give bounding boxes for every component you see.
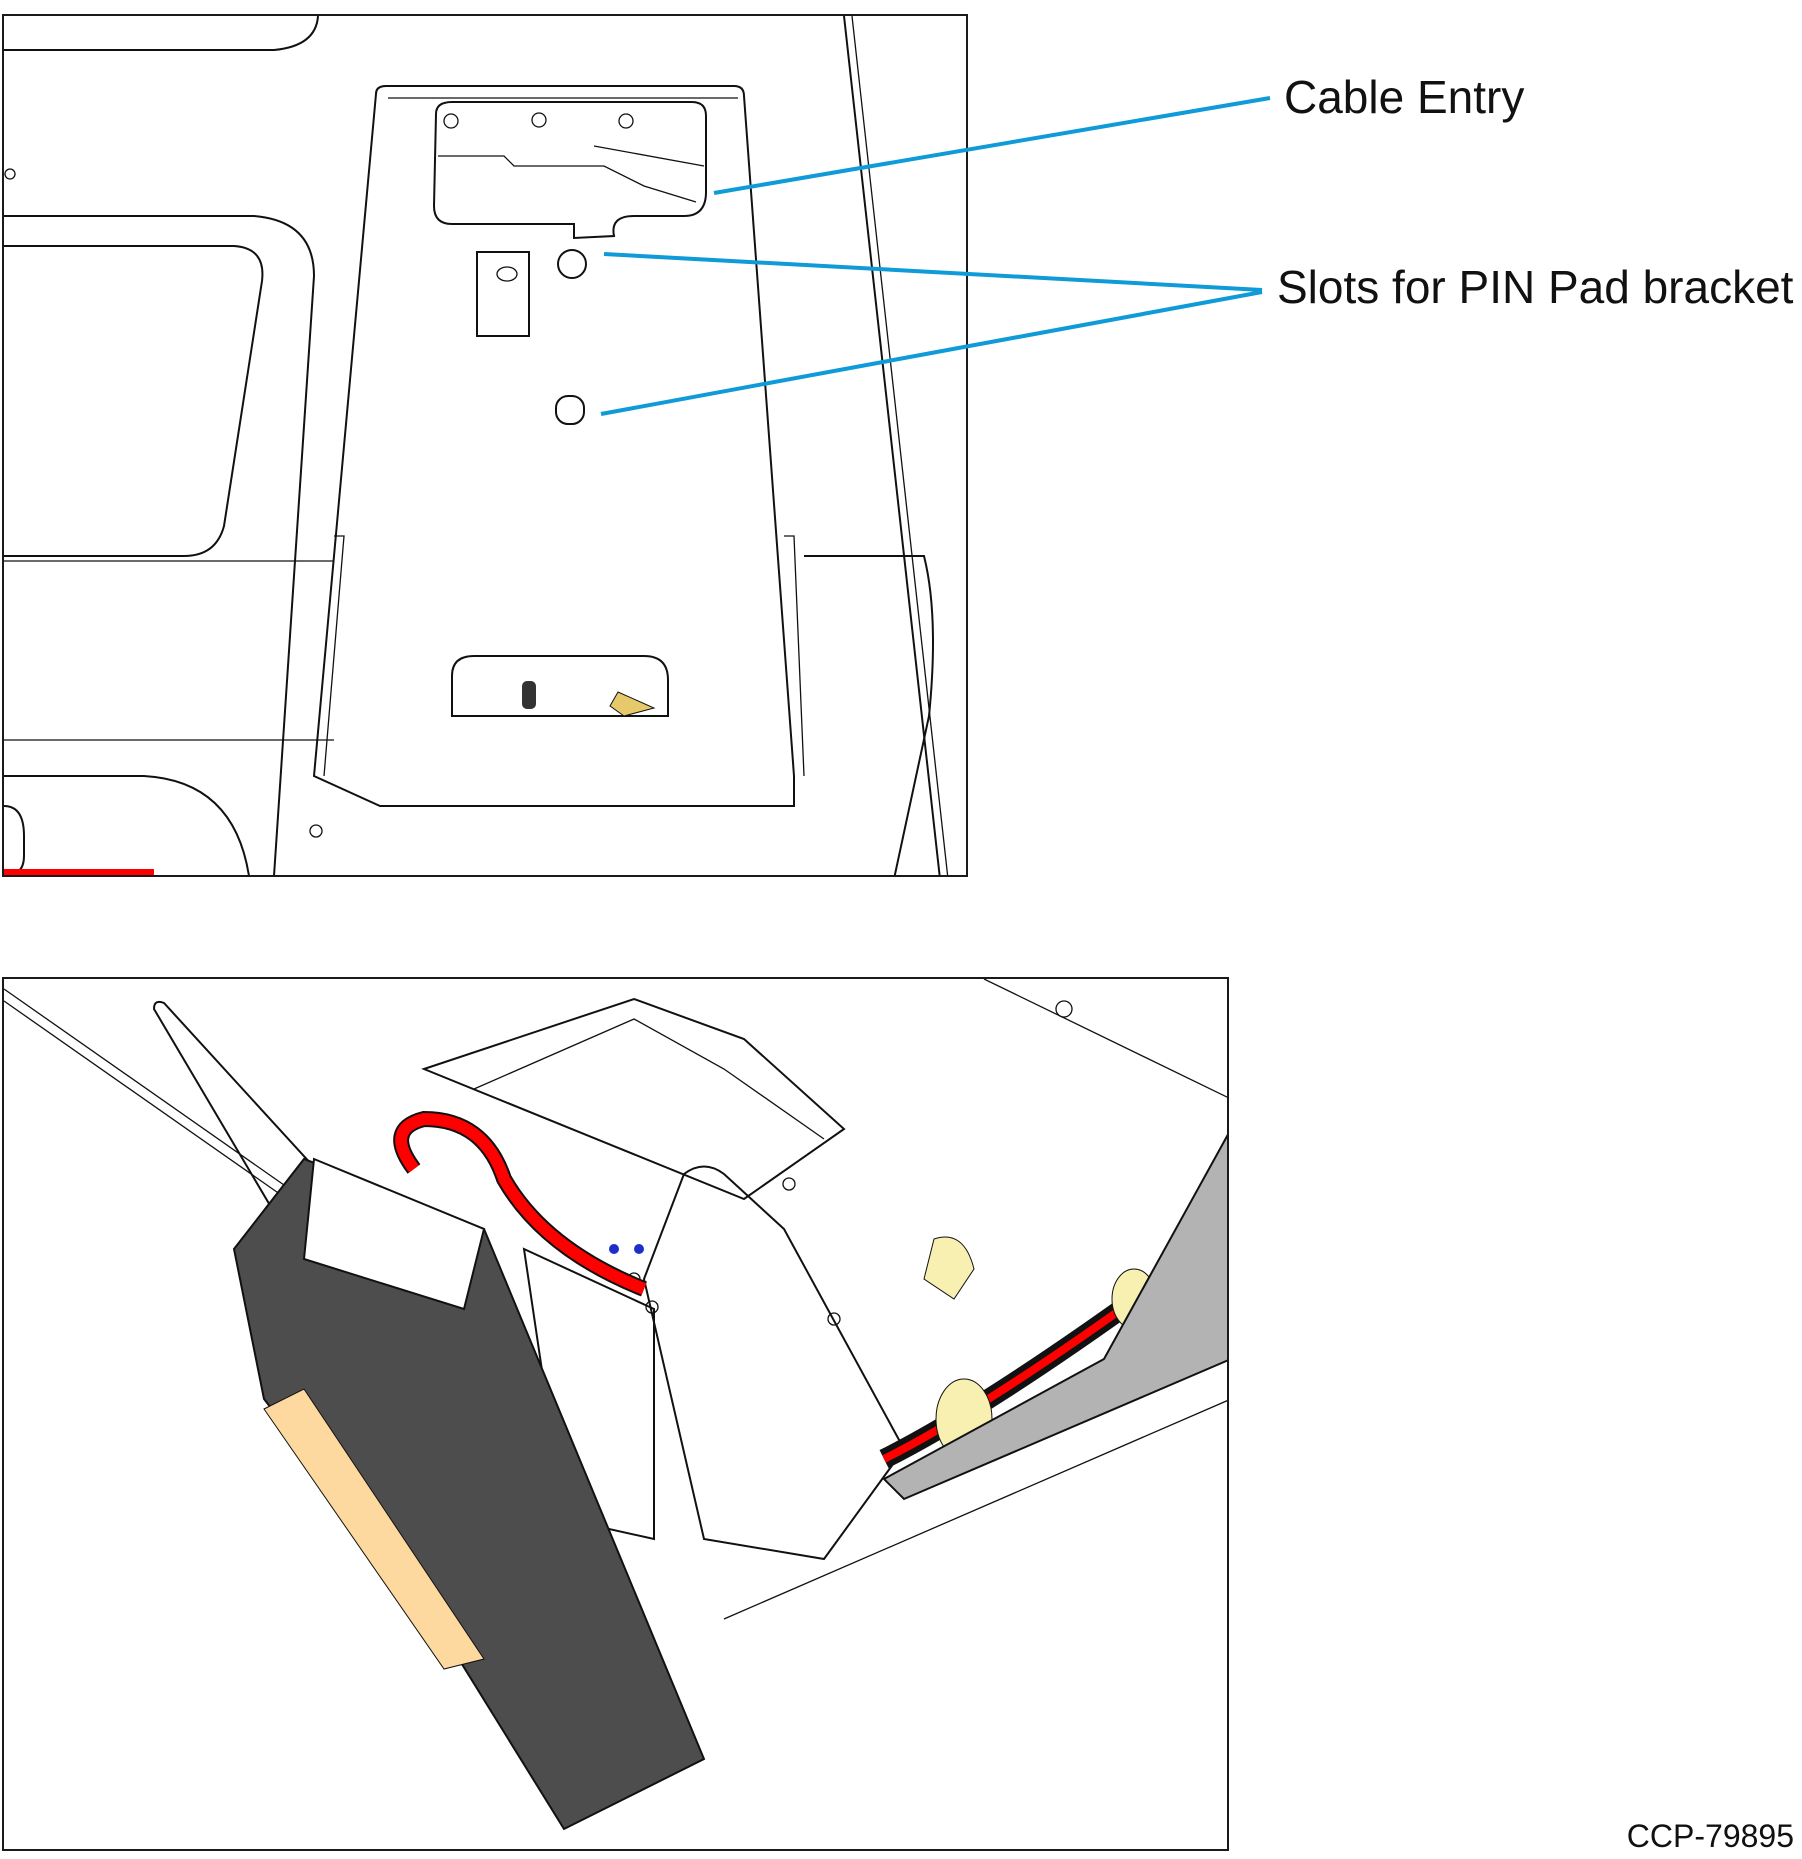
- red-component: [4, 869, 154, 875]
- bracket-arm: [152, 1000, 336, 1231]
- pinpad-bracket: [642, 1165, 906, 1561]
- housing-edge: [4, 16, 319, 51]
- bracket-slot-upper: [557, 249, 587, 279]
- red-cable: [395, 1112, 647, 1295]
- display-recess: [4, 245, 264, 557]
- mounting-plate: [312, 85, 795, 807]
- top-view-drawing: [4, 16, 949, 875]
- lower-access-opening: [451, 655, 669, 717]
- bracket-slot-lower: [555, 395, 585, 425]
- housing-outline: [4, 215, 316, 875]
- slots-label: Slots for PIN Pad bracket: [1277, 261, 1794, 313]
- figure-id: CCP-79895: [1626, 1818, 1794, 1854]
- cable-entry-label: Cable Entry: [1284, 71, 1525, 123]
- pinpad-face: [263, 1388, 485, 1670]
- latch-tab: [476, 251, 530, 337]
- top-view-panel: [2, 14, 968, 877]
- cable-clip-3: [923, 1236, 975, 1300]
- clip: [609, 691, 656, 717]
- tray: [421, 997, 846, 1201]
- lower-housing: [4, 775, 250, 875]
- cable-entry-opening: [432, 101, 707, 240]
- cable-cover: [302, 1157, 486, 1311]
- screw: [522, 681, 536, 709]
- isometric-view-drawing: [4, 979, 1227, 1831]
- gray-support-bracket: [882, 1134, 1227, 1501]
- isometric-view-panel: [2, 977, 1229, 1851]
